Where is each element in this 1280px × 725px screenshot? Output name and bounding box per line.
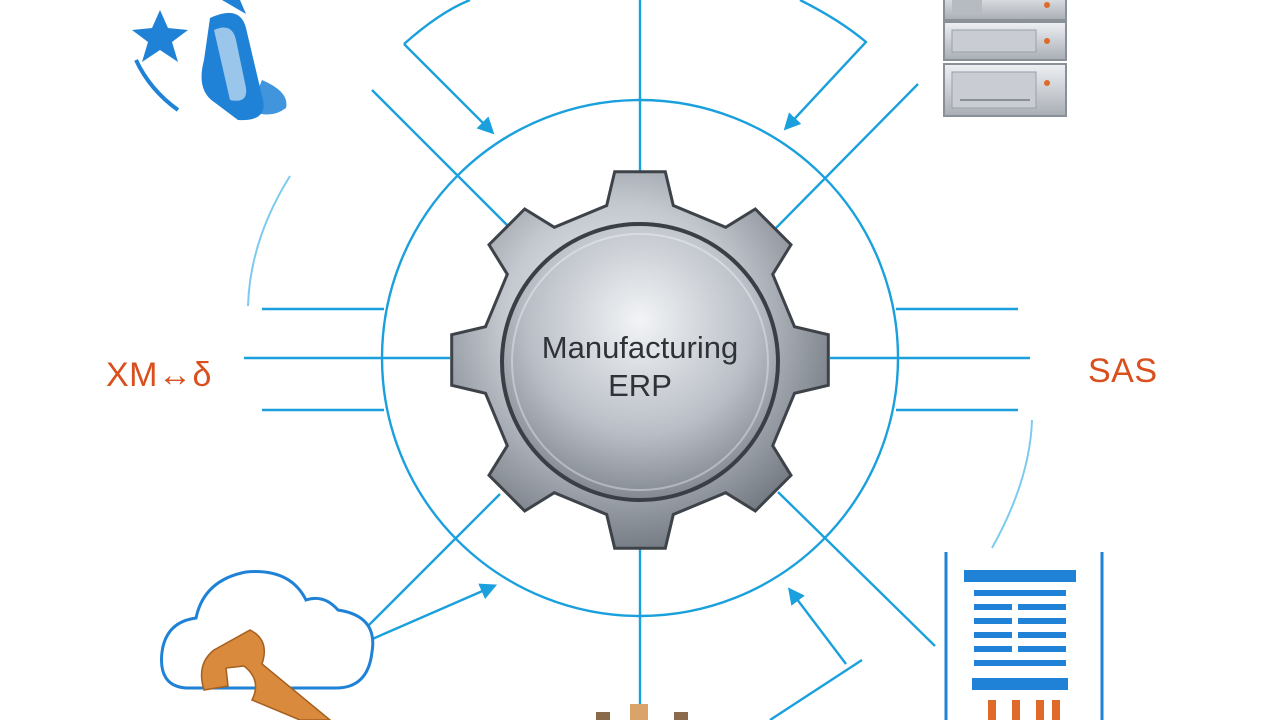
gear-face bbox=[500, 222, 780, 502]
hub-subtitle: ERP bbox=[608, 368, 672, 403]
cloud-wrench-icon bbox=[160, 570, 375, 721]
partial-bottom-icon bbox=[596, 704, 688, 720]
arrow-bottom-right bbox=[787, 587, 847, 665]
left-node-label: XM↔δ bbox=[106, 356, 212, 394]
connector-arc-right bbox=[991, 419, 1033, 549]
arrow-top-right bbox=[783, 0, 868, 131]
connector-diag-tl bbox=[371, 89, 511, 229]
connector-diag-tr bbox=[775, 83, 919, 229]
connector-arc-left bbox=[247, 175, 291, 307]
arrow-top-left bbox=[403, 43, 495, 135]
right-node-label: SAS bbox=[1088, 352, 1158, 390]
connector-light-lines bbox=[247, 175, 1033, 549]
connector-bottom-right-tail bbox=[769, 658, 863, 722]
gear-icon bbox=[450, 170, 830, 550]
arrow-bottom-left bbox=[369, 583, 498, 642]
star-doc-icon bbox=[132, 0, 287, 121]
server-rack-icon bbox=[943, 0, 1067, 117]
connector-lines bbox=[244, 0, 1030, 722]
hub-title: Manufacturing bbox=[541, 330, 739, 365]
connector-diag-bl bbox=[361, 493, 501, 633]
connector-arc-top-left bbox=[403, 0, 471, 45]
building-icon bbox=[944, 552, 1104, 720]
connector-diag-br bbox=[777, 491, 936, 647]
